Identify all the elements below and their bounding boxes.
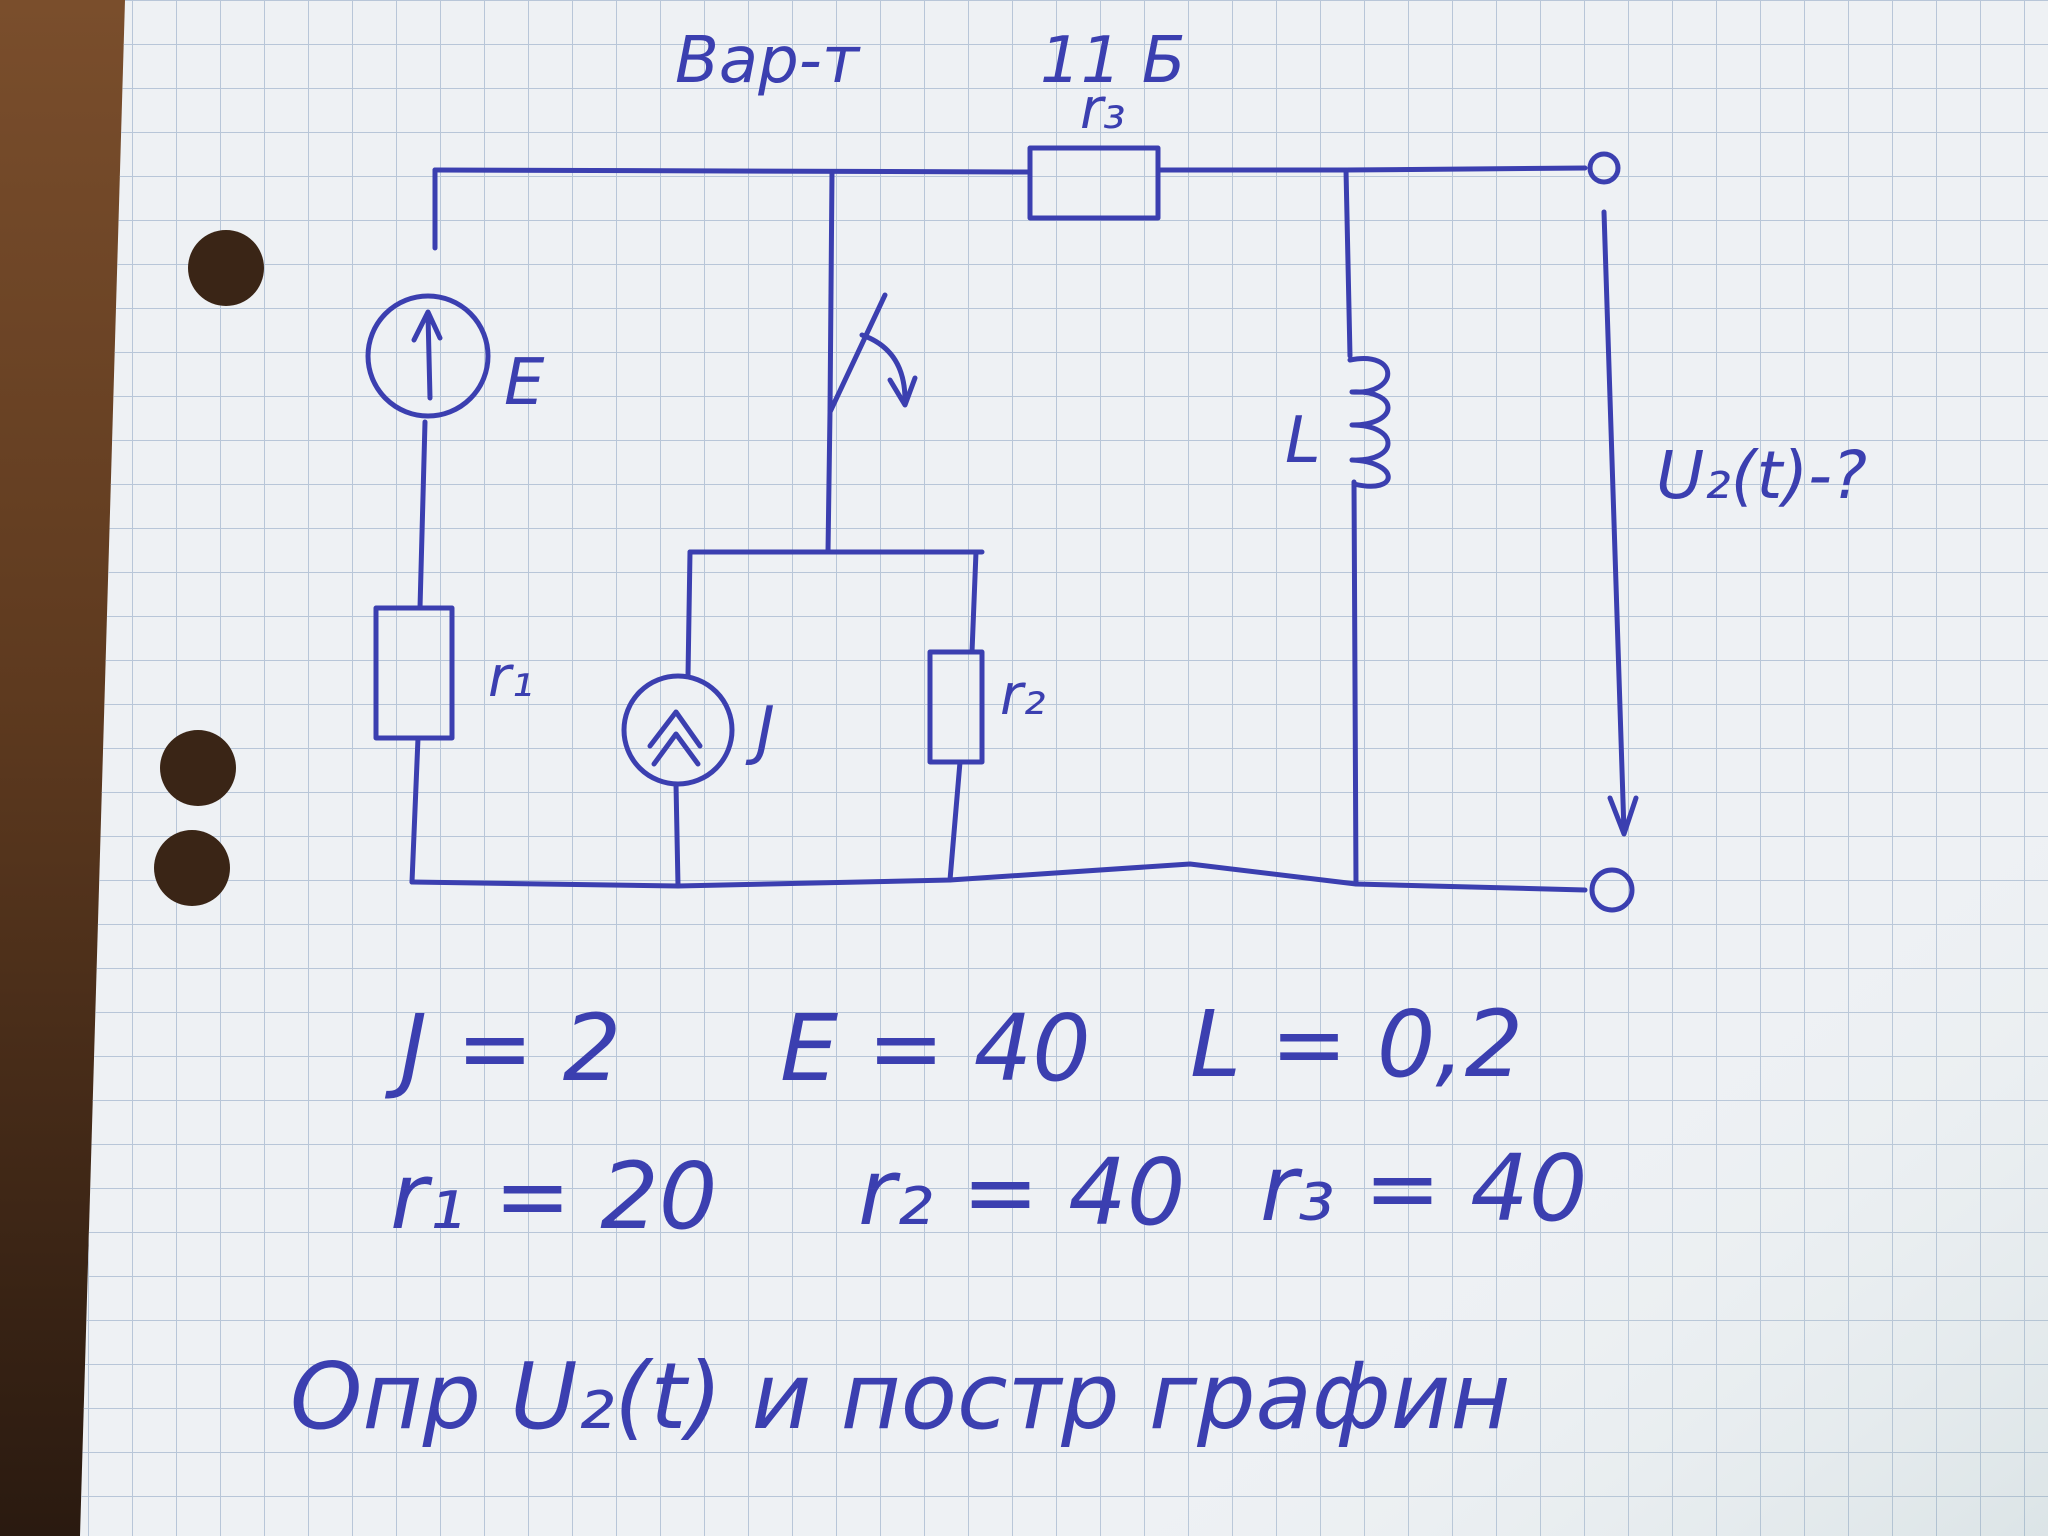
- header-number: 11 Б: [1040, 24, 1186, 98]
- paper-shade: [80, 0, 2048, 1536]
- inductor-wire: [1343, 167, 1359, 887]
- task-text: Опр U₂(t) и постр графин: [290, 1343, 1511, 1450]
- param-e: E = 40: [780, 995, 1091, 1102]
- label-output: U₂(t)-?: [1656, 437, 1867, 514]
- punch-hole: [160, 730, 236, 806]
- output-terminal-bottom: [1589, 867, 1635, 913]
- circuit-diagram: [365, 145, 1639, 913]
- current-source-j: [621, 673, 735, 787]
- label-r1: r₁: [488, 645, 533, 710]
- label-e: E: [504, 346, 545, 420]
- current-source-arrows: [647, 709, 703, 767]
- label-l: L: [1285, 404, 1321, 478]
- param-r2: r₂ = 40: [858, 1139, 1185, 1246]
- left-wire: [409, 167, 438, 885]
- voltage-arrow: [1601, 209, 1639, 837]
- resistor-r2: [927, 649, 985, 765]
- param-r3: r₃ = 40: [1260, 1135, 1587, 1242]
- j-wire: [673, 549, 693, 889]
- label-r2: r₂: [1000, 663, 1045, 728]
- bottom-wire: [409, 861, 1588, 893]
- output-terminal-top: [1587, 151, 1621, 185]
- switch-wire: [825, 169, 888, 555]
- resistor-r3: [1027, 145, 1161, 221]
- inductor-l: [1347, 356, 1391, 489]
- param-j: J = 2: [384, 995, 621, 1102]
- label-r3: r₃: [1080, 77, 1125, 142]
- punch-hole: [154, 830, 230, 906]
- header-variant: Вар-т: [675, 24, 861, 98]
- voltage-source-e: [365, 293, 491, 419]
- source-arrow: [411, 309, 443, 401]
- r2-wire: [947, 549, 979, 883]
- param-r1: r₁ = 20: [390, 1143, 717, 1250]
- switch-arrow: [859, 332, 918, 408]
- punch-hole: [188, 230, 264, 306]
- param-l: L = 0,2: [1190, 991, 1523, 1098]
- resistor-r1: [373, 605, 455, 741]
